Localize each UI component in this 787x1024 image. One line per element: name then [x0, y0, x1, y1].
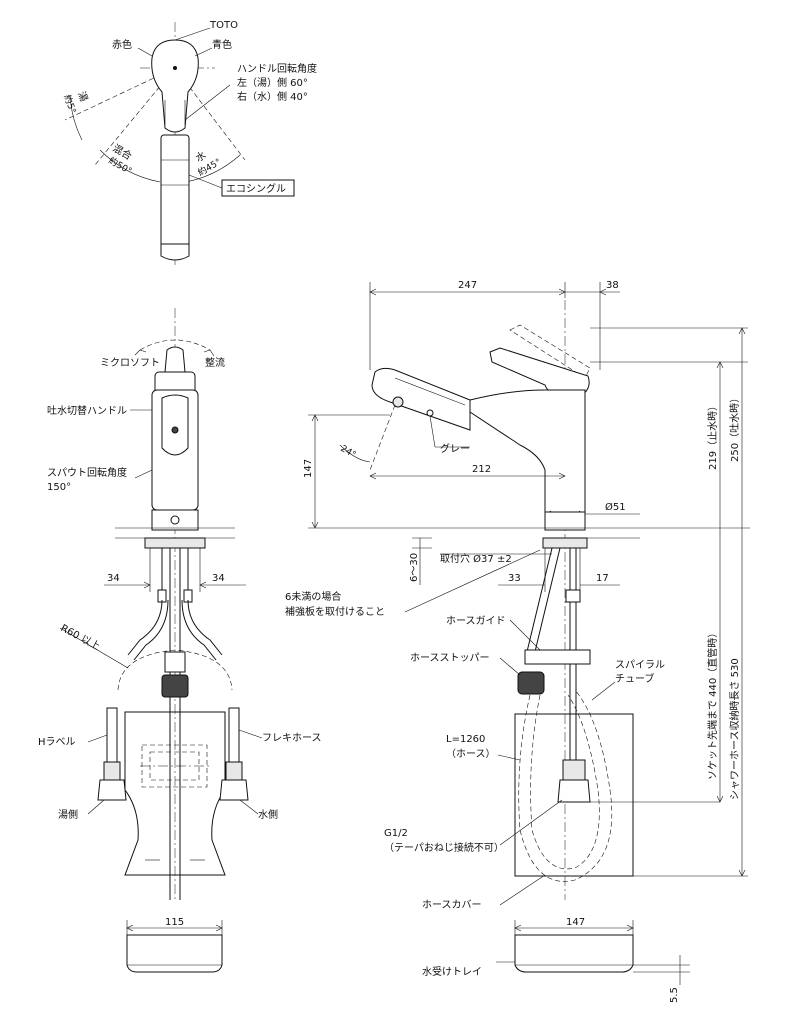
- width-115-label: 115: [165, 917, 184, 928]
- hot-side-label: 湯側: [58, 808, 78, 821]
- rotation-right: 右（水）側 40°: [237, 90, 308, 103]
- rotation-title: ハンドル回転角度: [237, 62, 317, 75]
- side-view: 247 38 147 24° グレー 212 Ø51 219（止水時） 250（…: [285, 280, 750, 1003]
- rotation-left: 左（湯）側 60°: [237, 76, 308, 89]
- socket-length-label: ソケット先端まで 440（直管時）: [706, 628, 719, 780]
- hose-stopper: [517, 671, 545, 695]
- cold-side-label: 水側: [258, 808, 278, 821]
- switch-handle-label: 吐水切替ハンドル: [47, 404, 127, 417]
- front-tray: [126, 934, 223, 973]
- gray-label: グレー: [440, 442, 470, 455]
- dim-17-label: 17: [596, 573, 609, 584]
- front-view: ミクロソフト 整流 吐水切替ハンドル スパウト回転角度 150° 34 34 R…: [38, 308, 322, 973]
- dim-147-label: 147: [303, 459, 314, 478]
- dim-212-label: 212: [472, 464, 491, 475]
- handle-head: [151, 39, 199, 133]
- spout-rotation-label: スパウト回転角度: [47, 466, 127, 479]
- tray-label: 水受けトレイ: [422, 966, 482, 978]
- cold-label: 水: [194, 149, 209, 164]
- blue-label: 青色: [212, 38, 232, 51]
- r60-label: R60 以上: [59, 622, 102, 653]
- dim-5-5-label: 5.5: [669, 987, 680, 1003]
- dim-247-label: 247: [458, 280, 477, 291]
- top-view: TOTO 赤色 青色 ハンドル回転角度 左（湯）側 60° 右（水）側 40° …: [61, 20, 317, 265]
- g12-note-label: （テーパおねじ接続不可）: [384, 841, 504, 854]
- side-spout-body: [469, 389, 586, 513]
- brand-label: TOTO: [209, 20, 238, 31]
- g12-label: G1/2: [384, 828, 408, 839]
- spiral-label-2: チューブ: [615, 672, 654, 685]
- side-tray: [514, 934, 634, 973]
- dim-33-label: 33: [508, 573, 521, 584]
- dim-250-label: 250（吐水時）: [729, 393, 741, 462]
- hot-label: 湯: [75, 90, 91, 104]
- hose-length-label-1: L=1260: [446, 734, 485, 745]
- hose-guide-label: ホースガイド: [446, 615, 506, 627]
- width-147-label: 147: [566, 917, 585, 928]
- h-label: Hラベル: [38, 736, 76, 748]
- dim-6-30-label: 6～30: [409, 553, 420, 582]
- hose-stopper-label: ホースストッパー: [410, 652, 490, 664]
- flexi-hose-label: フレキホース: [262, 732, 322, 744]
- spout-angle-label: 150°: [47, 482, 71, 493]
- eco-label: エコシングル: [226, 182, 286, 195]
- micro-soft-label: ミクロソフト: [100, 357, 160, 369]
- reinforce-line-1: 6未満の場合: [285, 590, 341, 603]
- side-pullout-head: [371, 367, 471, 431]
- mount-hole-label: 取付穴 Ø37 ±2: [440, 552, 512, 565]
- dim-right-34: 34: [212, 573, 225, 584]
- shower-hose-length-label: シャワーホース収納時長さ 530: [728, 658, 741, 800]
- spiral-label-1: スパイラル: [615, 659, 665, 671]
- dim-left-34: 34: [107, 573, 120, 584]
- angle-24-label: 24°: [339, 444, 358, 461]
- side-hose-cover: [514, 713, 634, 877]
- dim-219-label: 219（止水時）: [707, 401, 719, 470]
- side-handle: [489, 347, 590, 396]
- dia-51-label: Ø51: [605, 501, 626, 513]
- reinforce-line-2: 補強板を取付けること: [285, 605, 385, 618]
- hose-length-label-2: （ホース）: [446, 748, 496, 760]
- spout-body: [160, 134, 190, 248]
- front-handle: [164, 346, 186, 373]
- hose-guide: [524, 649, 591, 665]
- seiryu-label: 整流: [205, 356, 225, 369]
- handle-center-dot: [173, 66, 177, 70]
- hose-cover-label: ホースカバー: [422, 899, 482, 911]
- red-label: 赤色: [112, 38, 132, 51]
- dim-38-label: 38: [606, 280, 619, 291]
